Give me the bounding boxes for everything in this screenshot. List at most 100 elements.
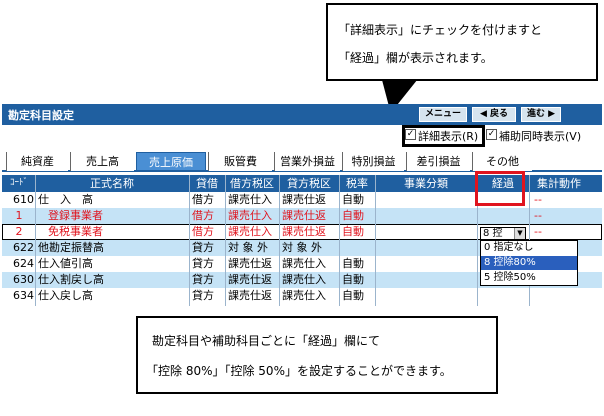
cell-code: 624: [13, 257, 34, 270]
cell-agg: --: [534, 209, 542, 222]
tab-uriagegenka[interactable]: 売上原価: [136, 152, 206, 171]
keika-option-none[interactable]: 0 指定なし: [484, 242, 534, 253]
cell-credit-tax: 課売仕返: [282, 193, 326, 206]
cell-name: 仕入値引高: [38, 257, 93, 270]
cell-agg: --: [534, 193, 542, 206]
col-divider: [189, 175, 190, 306]
cell-name: 登録事業者: [48, 209, 103, 222]
callout-top-line2: 「経過」欄が表示されます。: [338, 51, 493, 65]
cell-debit-tax: 課売仕返: [228, 257, 272, 270]
cell-rate: 自動: [342, 225, 364, 238]
next-button[interactable]: 進む ▶: [521, 107, 561, 122]
col-divider: [375, 175, 376, 306]
cell-debit-tax: 課売仕返: [228, 273, 272, 286]
cell-dc: 借方: [192, 225, 214, 238]
cell-credit-tax: 課売仕入: [282, 257, 326, 270]
cell-agg: --: [534, 225, 542, 238]
detail-view-label[interactable]: 詳細表示(R): [418, 130, 479, 143]
callout-bottom: 勘定科目や補助科目ごとに「経過」欄にて 「控除 80%」「控除 50%」を設定す…: [136, 316, 498, 394]
cell-dc: 貸方: [192, 257, 214, 270]
tab-hankanhi[interactable]: 販管費: [208, 152, 272, 171]
col-debit-tax[interactable]: 借方税区: [230, 177, 274, 190]
col-name[interactable]: 正式名称: [90, 177, 134, 190]
callout-bottom-line2: 「控除 80%」「控除 50%」を設定することができます。: [146, 364, 452, 378]
cell-credit-tax: 課売仕返: [282, 209, 326, 222]
tab-sashihiki[interactable]: 差引損益: [406, 152, 470, 171]
cell-debit-tax: 課売仕入: [228, 193, 272, 206]
tab-tokubetsu[interactable]: 特別損益: [342, 152, 404, 171]
cell-keika: [480, 288, 528, 304]
cell-debit-tax: 課売仕入: [228, 209, 272, 222]
cell-rate: [342, 240, 374, 256]
col-divider: [35, 175, 36, 306]
cell-rate: 自動: [342, 193, 364, 206]
tab-eigyogai[interactable]: 営業外損益: [274, 152, 340, 171]
table-row[interactable]: [2, 224, 602, 240]
cell-dc: 借方: [192, 209, 214, 222]
cell-debit-tax: 課売仕返: [228, 289, 272, 302]
window-title: 勘定科目設定: [8, 109, 74, 122]
cell-debit-tax: 課売仕入: [228, 225, 272, 238]
callout-top: 「詳細表示」にチェックを付けますと 「経過」欄が表示されます。: [326, 3, 598, 81]
col-business[interactable]: 事業分類: [404, 177, 448, 190]
cell-dc: 借方: [192, 193, 214, 206]
detail-view-highlight: [402, 125, 485, 147]
sub-display-label[interactable]: 補助同時表示(V): [499, 130, 582, 143]
col-divider: [279, 175, 280, 306]
cell-debit-tax: 対 象 外: [228, 241, 268, 254]
cell-name: 仕入戻し高: [38, 289, 93, 302]
col-dc[interactable]: 貸借: [196, 177, 218, 190]
menu-button[interactable]: メニュー: [419, 107, 467, 122]
col-code[interactable]: ｺｰﾄﾞ: [9, 178, 28, 188]
cell-code: 630: [13, 273, 34, 286]
table-row[interactable]: [2, 240, 602, 256]
col-divider: [339, 175, 340, 306]
cell-name: 仕入割戻し高: [38, 273, 104, 286]
chevron-down-icon[interactable]: ▼: [514, 228, 525, 239]
keika-option-80[interactable]: 8 控除80%: [481, 256, 577, 270]
table-row[interactable]: [2, 208, 602, 224]
col-rate[interactable]: 税率: [346, 177, 368, 190]
table-header: [2, 175, 602, 192]
table-row[interactable]: [2, 272, 602, 288]
cell-agg: [534, 288, 584, 304]
col-aggregate[interactable]: 集計動作: [537, 177, 581, 190]
cell-dc: 貸方: [192, 289, 214, 302]
table-row[interactable]: [2, 192, 602, 208]
cell-name: 仕 入 高: [38, 193, 93, 206]
cell-rate: 自動: [342, 209, 364, 222]
cell-rate: 自動: [342, 289, 364, 302]
back-button[interactable]: ◀ 戻る: [472, 107, 516, 122]
cell-credit-tax: 課売仕入: [282, 289, 326, 302]
cell-rate: 自動: [342, 257, 364, 270]
tab-sonota[interactable]: その他: [472, 152, 532, 171]
cell-name: 他勘定振替高: [38, 241, 104, 254]
tab-junshisan[interactable]: 純資産: [6, 152, 68, 171]
callout-bottom-line1: 勘定科目や補助科目ごとに「経過」欄にて: [152, 334, 381, 348]
cell-keika: [480, 208, 528, 224]
cell-name: 免税事業者: [48, 225, 103, 238]
cell-rate: 自動: [342, 273, 364, 286]
cell-code: 622: [13, 241, 34, 254]
detail-view-checkbox[interactable]: ✓: [405, 129, 416, 140]
cell-code: 1: [15, 209, 23, 222]
table-row[interactable]: [2, 288, 602, 304]
cell-dc: 貸方: [192, 241, 214, 254]
cell-credit-tax: 課売仕入: [282, 273, 326, 286]
sub-display-checkbox[interactable]: ✓: [486, 129, 497, 140]
col-divider: [477, 175, 478, 306]
cell-dc: 貸方: [192, 273, 214, 286]
callout-top-line1: 「詳細表示」にチェックを付けますと: [338, 23, 543, 37]
col-keika[interactable]: 経過: [492, 177, 514, 190]
cell-code: 610: [13, 193, 34, 206]
table-row[interactable]: [2, 256, 602, 272]
cell-credit-tax: 対 象 外: [282, 241, 322, 254]
tab-uriagedaka[interactable]: 売上高: [70, 152, 134, 171]
col-divider: [225, 175, 226, 306]
cell-credit-tax: 課売仕返: [282, 225, 326, 238]
keika-column-highlight: [475, 171, 525, 206]
cell-code: 2: [15, 225, 23, 238]
col-credit-tax[interactable]: 貸方税区: [287, 177, 331, 190]
keika-option-50[interactable]: 5 控除50%: [484, 272, 536, 283]
cell-code: 634: [13, 289, 34, 302]
